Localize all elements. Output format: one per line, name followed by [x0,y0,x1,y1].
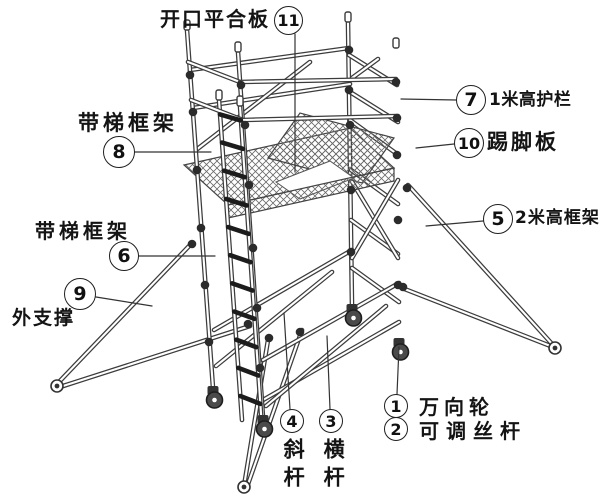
callout-2: 2 [384,417,408,441]
callout-3: 3 [319,409,343,433]
label-opening-platform: 开口平合板 [160,7,270,31]
label-2m-frame: 2米高框架 [515,208,600,228]
work-platform [182,112,396,219]
label-1m-guardrail: 1米高护栏 [489,90,572,110]
callout-9: 9 [64,278,96,310]
callout-11: 11 [274,6,303,35]
label-horizontal-bar: 横杆 [321,438,346,494]
label-toe-board: 踢脚板 [487,130,559,154]
callout-4: 4 [280,409,304,433]
label-swivel-caster: 万向轮 [419,395,494,419]
callout-8: 8 [103,136,135,168]
label-adjustable-screw: 可调丝杆 [419,419,527,443]
label-outrigger: 外支撑 [12,307,76,329]
callout-6: 6 [109,241,139,271]
callout-5: 5 [483,204,513,234]
label-ladder-frame-lower: 带梯框架 [35,219,131,243]
callout-7: 7 [456,85,486,115]
label-ladder-frame-upper: 带梯框架 [78,111,178,135]
callout-10: 10 [454,128,484,158]
callout-1: 1 [384,394,408,418]
label-diagonal-bar: 斜杆 [281,438,306,494]
